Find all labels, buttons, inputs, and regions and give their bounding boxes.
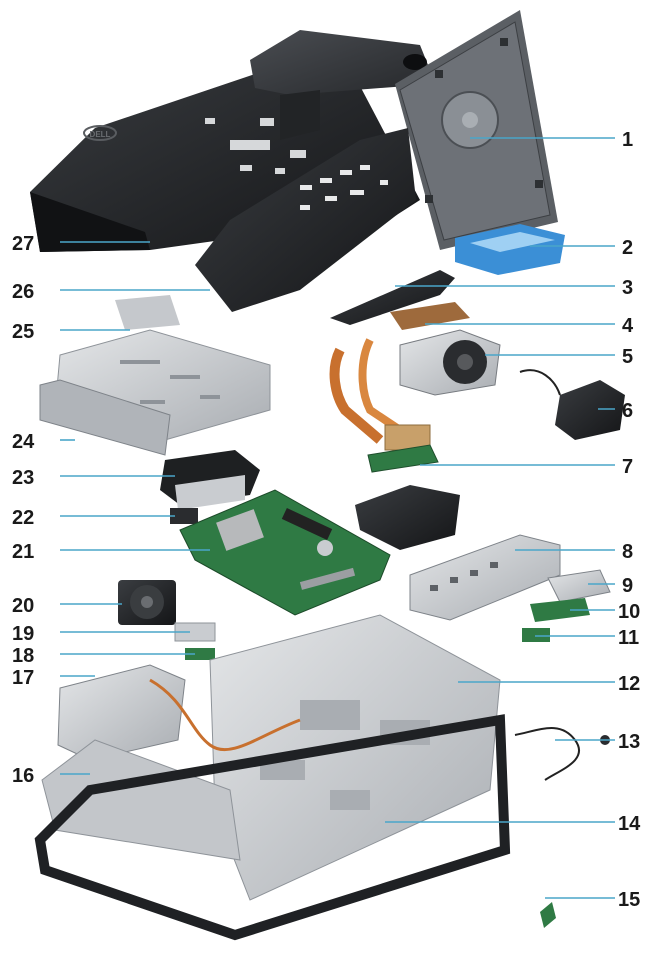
stand-hinge [250, 30, 430, 140]
callout-labels: 1 2 3 4 5 6 7 8 9 10 11 12 13 14 15 16 1… [12, 129, 641, 911]
callout-number: 4 [622, 315, 634, 337]
callout-number: 8 [622, 541, 633, 563]
heatsink [329, 302, 470, 451]
base-cover [195, 128, 416, 312]
logo-text: DELL [90, 130, 111, 139]
callout-number: 10 [618, 601, 640, 623]
blue-drive [455, 224, 565, 275]
memory-module [367, 444, 439, 473]
front-bezel [34, 714, 511, 941]
audio-board [530, 598, 590, 622]
callout-number: 21 [12, 541, 34, 563]
stand-base [395, 10, 558, 250]
callout-number: 16 [12, 765, 34, 787]
callout-number: 17 [12, 667, 34, 689]
power-supply [57, 664, 301, 761]
display-panel [41, 739, 241, 861]
callout-number: 27 [12, 233, 34, 255]
callout-leaders [60, 137, 615, 899]
wlan-card [170, 508, 198, 524]
camera-module [540, 902, 556, 928]
callout-number: 3 [622, 277, 633, 299]
callout-number: 6 [622, 400, 633, 422]
m2-card [185, 648, 215, 660]
callout-number: 12 [618, 673, 640, 695]
motherboard [179, 489, 391, 616]
logo-badge [83, 125, 117, 141]
io-bracket [409, 534, 561, 621]
callout-number: 19 [12, 623, 34, 645]
speaker-bracket [330, 270, 455, 325]
callout-number: 5 [622, 346, 633, 368]
cpu-fan [399, 329, 501, 396]
speaker-left [355, 485, 460, 550]
callout-number: 1 [622, 129, 633, 151]
system-fan [118, 580, 176, 625]
callout-number: 22 [12, 507, 34, 529]
callout-number: 15 [618, 889, 640, 911]
power-button-board [522, 628, 550, 642]
callout-number: 23 [12, 467, 34, 489]
speaker-right [519, 369, 625, 440]
callout-number: 24 [12, 431, 35, 453]
callout-number: 9 [622, 575, 633, 597]
callout-number: 2 [622, 237, 633, 259]
audio-shield [547, 569, 611, 603]
callout-number: 26 [12, 281, 34, 303]
vrm-shield [160, 450, 260, 510]
callout-number: 7 [622, 456, 633, 478]
callout-number: 25 [12, 321, 34, 343]
mounting-bracket [39, 295, 271, 456]
callout-number: 14 [618, 813, 641, 835]
power-cable [514, 727, 580, 781]
callout-number: 11 [618, 627, 639, 649]
callout-number: 20 [12, 595, 34, 617]
callout-number: 18 [12, 645, 34, 667]
callout-number: 13 [618, 731, 640, 753]
